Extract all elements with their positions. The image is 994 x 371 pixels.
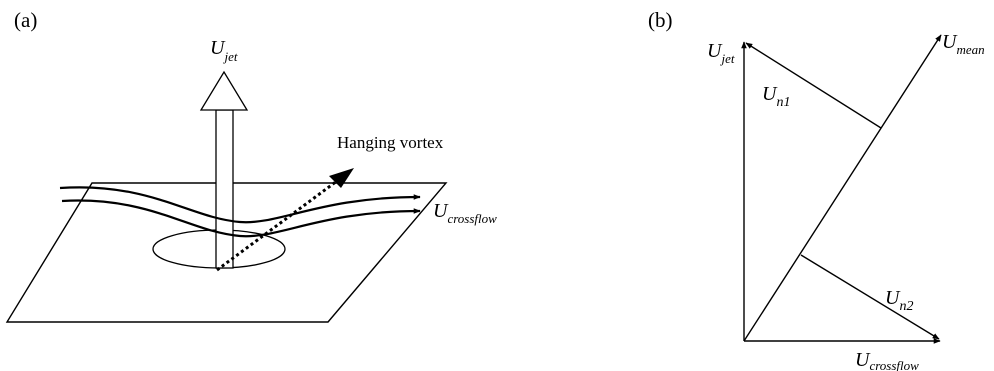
streamline-lower bbox=[61, 199, 421, 238]
streamline-upper bbox=[59, 186, 421, 224]
vector-u-n1 bbox=[745, 42, 882, 129]
label-u-jet-a: Ujet bbox=[210, 37, 238, 64]
jet-arrow-shaft bbox=[215, 109, 234, 269]
panel-a-tag: (a) bbox=[14, 8, 37, 32]
crossflow-streamlines bbox=[59, 186, 421, 238]
vector-u-mean bbox=[743, 34, 942, 342]
hanging-vortex-line bbox=[216, 176, 342, 272]
vector-u-n2 bbox=[800, 254, 940, 340]
label-u-n1: Un1 bbox=[762, 83, 790, 110]
panel-a: (a) Ujet Hanging vortex Ucrossflow bbox=[5, 8, 497, 323]
jet-arrow bbox=[199, 70, 249, 269]
panel-b: (b) Ujet Umean Un1 Un2 Ucrossflow bbox=[648, 8, 985, 371]
label-hanging-vortex: Hanging vortex bbox=[337, 133, 444, 152]
ground-plane bbox=[5, 182, 448, 323]
label-u-crossflow-b: Ucrossflow bbox=[855, 349, 919, 371]
panel-b-tag: (b) bbox=[648, 8, 673, 32]
hanging-vortex-arrowhead bbox=[329, 168, 354, 188]
label-u-mean: Umean bbox=[942, 31, 985, 57]
label-u-crossflow-a: Ucrossflow bbox=[433, 200, 497, 226]
label-u-jet-b: Ujet bbox=[707, 40, 735, 66]
label-u-n2: Un2 bbox=[885, 287, 913, 314]
jet-arrow-head bbox=[199, 70, 249, 111]
